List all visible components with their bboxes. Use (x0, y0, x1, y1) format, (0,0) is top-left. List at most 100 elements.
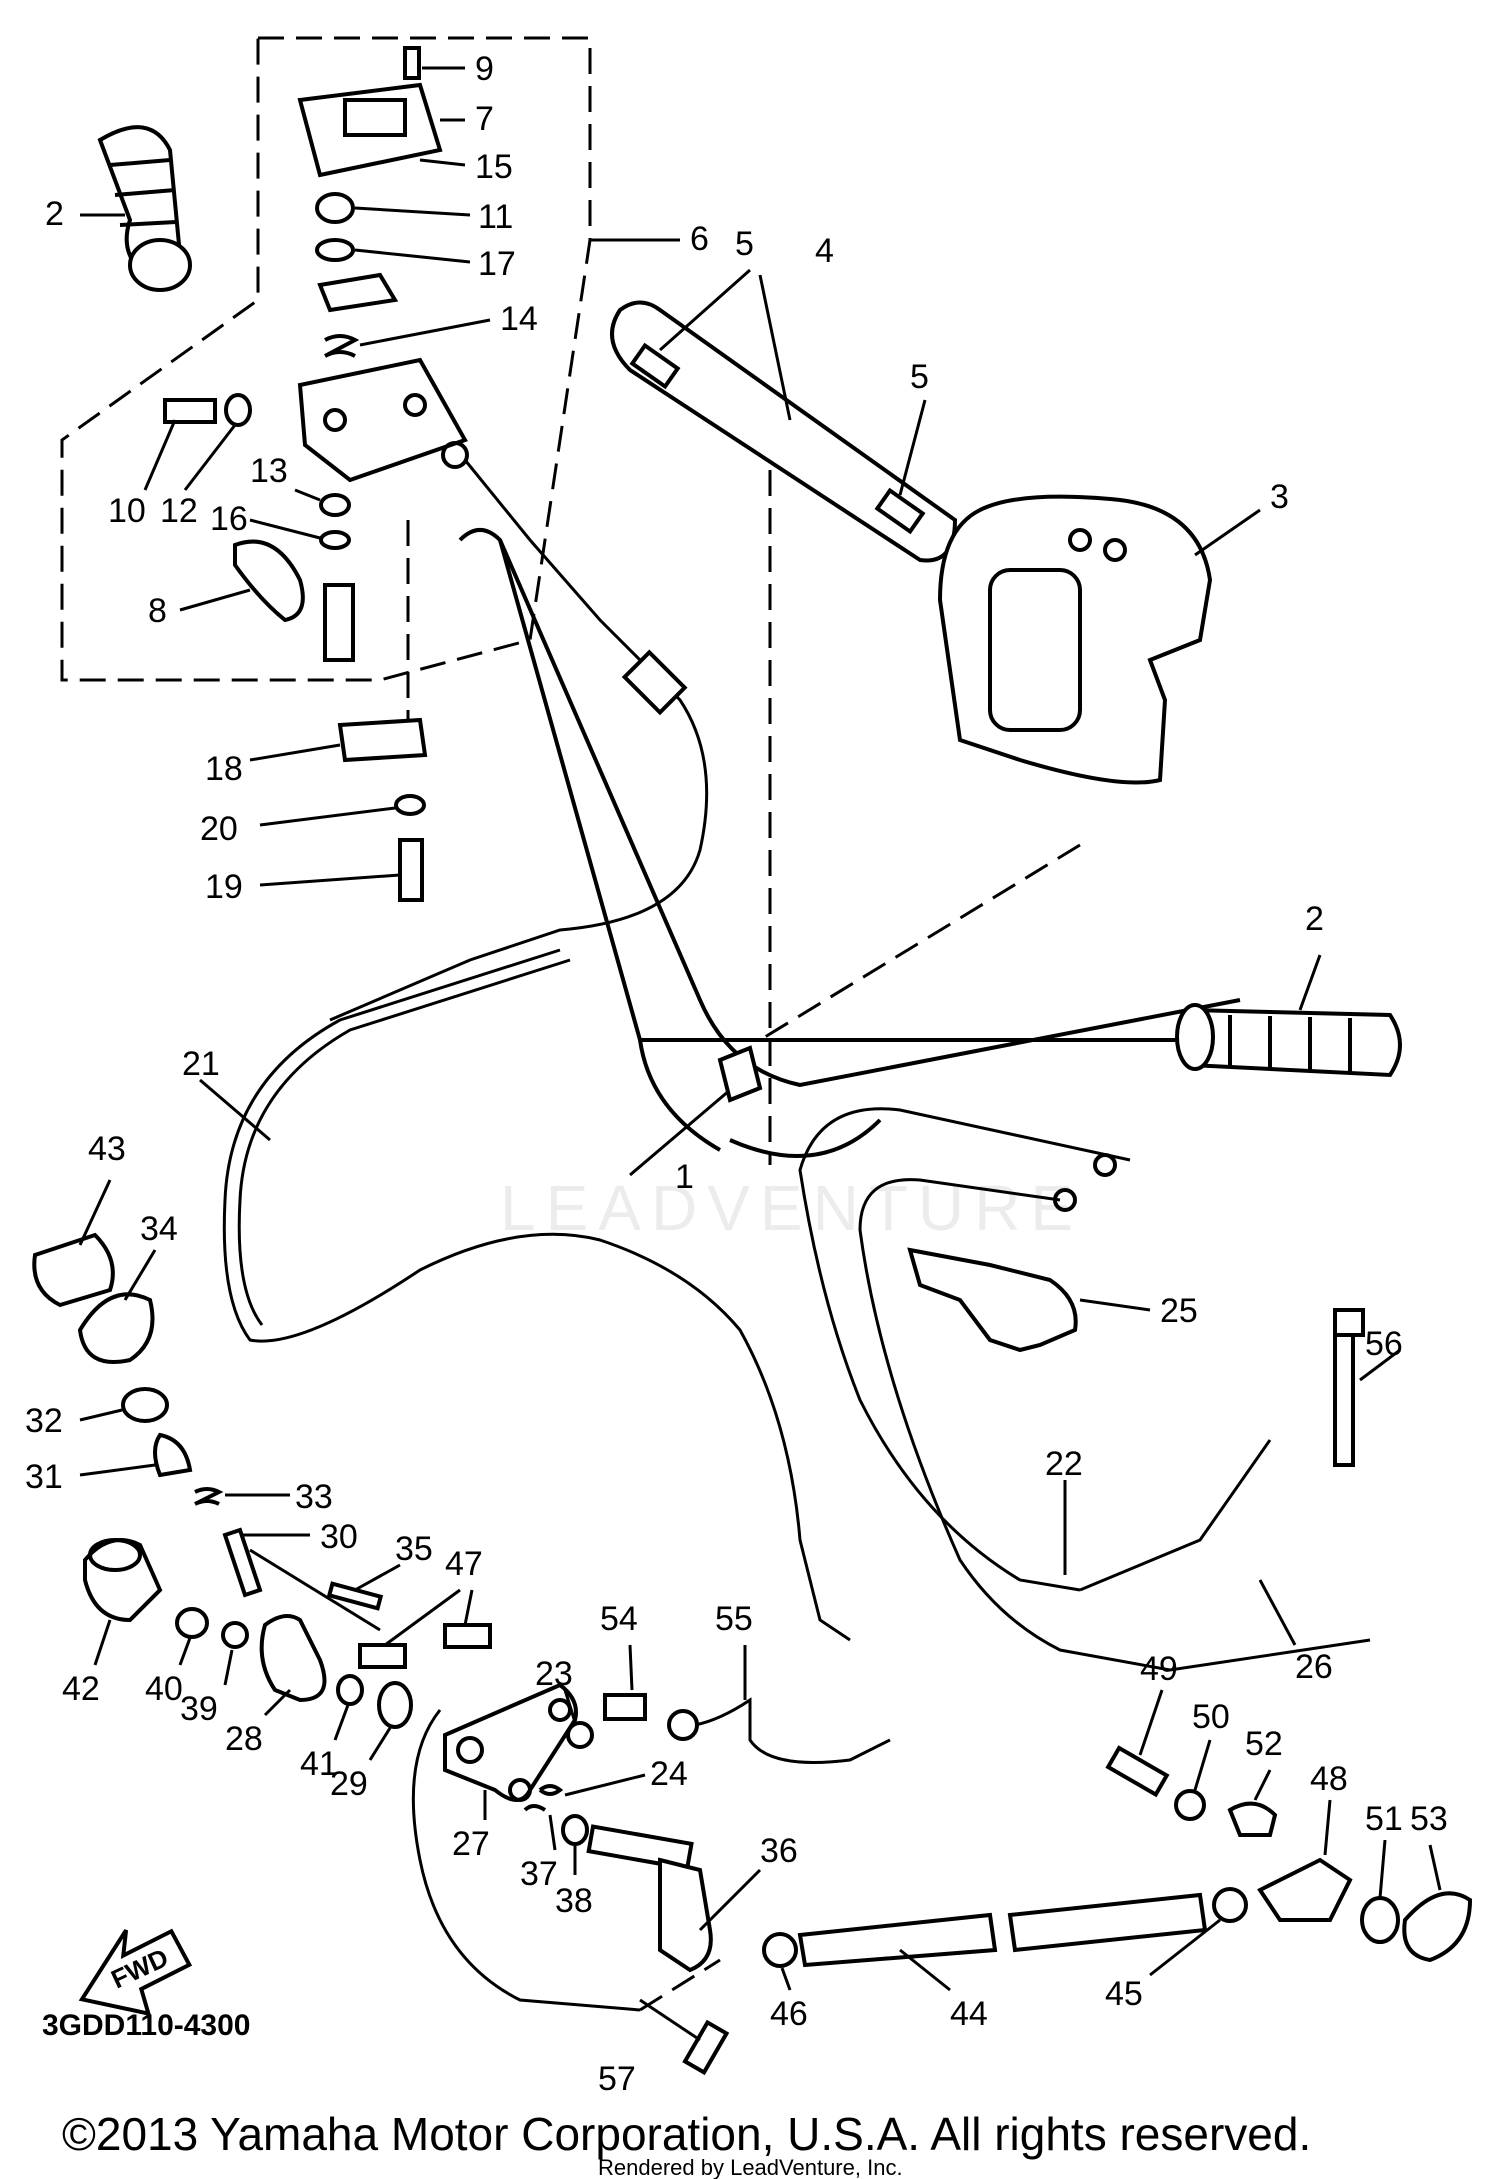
leader-37 (548, 1814, 557, 1851)
callout-8: 8 (148, 592, 167, 630)
callout-29: 29 (330, 1765, 368, 1803)
assembly-box-6 (60, 36, 592, 682)
callout-46: 46 (770, 1995, 808, 2033)
washer-39 (221, 1621, 249, 1649)
cable-22-end (1079, 1439, 1272, 1592)
leader-19 (259, 873, 401, 887)
callout-16: 16 (210, 500, 248, 538)
callout-6: 6 (690, 220, 709, 258)
callout-31: 31 (25, 1458, 63, 1496)
callout-48: 48 (1310, 1760, 1348, 1798)
leader-3 (1194, 508, 1261, 557)
nut-40 (175, 1607, 209, 1639)
leader-14 (359, 318, 491, 347)
cable-26 (858, 1178, 1371, 1672)
leader-21 (199, 1078, 271, 1142)
collar-13 (319, 493, 351, 517)
leader-13 (294, 488, 321, 502)
callout-52: 52 (1245, 1725, 1283, 1763)
leader-30b (249, 1548, 381, 1632)
callout-30: 30 (320, 1518, 358, 1556)
leader-56 (1359, 1348, 1401, 1382)
knob-34 (77, 1292, 155, 1364)
terminal-55 (667, 1709, 699, 1741)
callout-39: 39 (180, 1690, 218, 1728)
leader-5a (659, 268, 751, 352)
callout-15: 15 (475, 148, 513, 186)
cable-21-edge (237, 958, 571, 1326)
leader-1 (629, 1088, 731, 1177)
leader-32 (79, 1408, 123, 1422)
callout-41: 41 (300, 1745, 338, 1783)
washer-12 (224, 393, 252, 427)
leader-8 (179, 588, 251, 612)
nut-32 (121, 1387, 169, 1423)
callout-45: 45 (1105, 1975, 1143, 2013)
callout-7: 7 (475, 100, 494, 138)
callout-23: 23 (535, 1655, 573, 1693)
callout-11: 11 (478, 198, 513, 236)
leader-36 (698, 1868, 762, 1932)
washer-20 (394, 794, 426, 816)
spring-14 (324, 334, 360, 358)
rendered-by-text: Rendered by LeadVenture, Inc. (598, 2155, 903, 2179)
clip-24 (538, 1784, 564, 1796)
nut-11 (315, 192, 355, 224)
leader-52 (1253, 1769, 1272, 1801)
washer-23 (566, 1721, 594, 1749)
handlebar-pad-4 (610, 300, 958, 563)
part-52 (1227, 1801, 1278, 1837)
leader-44 (899, 1948, 951, 1992)
bolt-54 (603, 1693, 647, 1721)
leader-12 (183, 424, 237, 491)
leader-41 (333, 1704, 350, 1741)
lever-shaft-36 (586, 1824, 713, 1973)
washer-16 (319, 530, 351, 550)
leader-4 (758, 274, 792, 421)
clip-37 (523, 1804, 547, 1812)
rod-44b (1007, 1892, 1208, 1953)
leader-47b (463, 1589, 474, 1626)
cable-end-upper (1093, 1153, 1117, 1177)
handlebar-clamp (717, 1045, 763, 1103)
callout-26: 26 (1295, 1648, 1333, 1686)
wire-57 (411, 1709, 641, 2012)
leader-15 (419, 158, 466, 167)
leader-5b (898, 399, 927, 496)
dash-line-57 (639, 1958, 721, 2012)
callout-28: 28 (225, 1720, 263, 1758)
leader-24 (564, 1773, 646, 1797)
leader-50 (1193, 1739, 1212, 1791)
leader-40 (178, 1637, 192, 1666)
callout-32: 32 (25, 1402, 63, 1440)
arm-48 (1257, 1857, 1353, 1922)
leader-45 (1149, 1918, 1221, 1977)
leader-48 (1323, 1799, 1332, 1856)
leader-2b (1298, 954, 1322, 1011)
leader-51 (1378, 1839, 1387, 1899)
callout-2a: 2 (45, 195, 64, 233)
callout-54: 54 (600, 1600, 638, 1638)
leader-17 (354, 248, 471, 264)
callout-2b: 2 (1305, 900, 1324, 938)
copyright-text: ©2013 Yamaha Motor Corporation, U.S.A. A… (62, 2108, 1311, 2160)
washer-50 (1174, 1789, 1206, 1821)
screw-9 (403, 46, 421, 80)
callout-13: 13 (250, 452, 288, 490)
leader-20 (259, 806, 396, 827)
callout-42: 42 (62, 1670, 100, 1708)
leader-23 (563, 1689, 577, 1723)
callout-9: 9 (475, 50, 494, 88)
callout-22: 22 (1045, 1445, 1083, 1483)
callout-36: 36 (760, 1832, 798, 1870)
leader-28 (263, 1688, 292, 1717)
callout-38: 38 (555, 1882, 593, 1920)
grip-right (1175, 1003, 1402, 1078)
cable-21 (222, 948, 851, 1642)
callout-43: 43 (88, 1130, 126, 1168)
leader-35 (354, 1563, 401, 1592)
callout-25: 25 (1160, 1292, 1198, 1330)
callout-27: 27 (452, 1825, 490, 1863)
callout-4: 4 (815, 232, 834, 270)
